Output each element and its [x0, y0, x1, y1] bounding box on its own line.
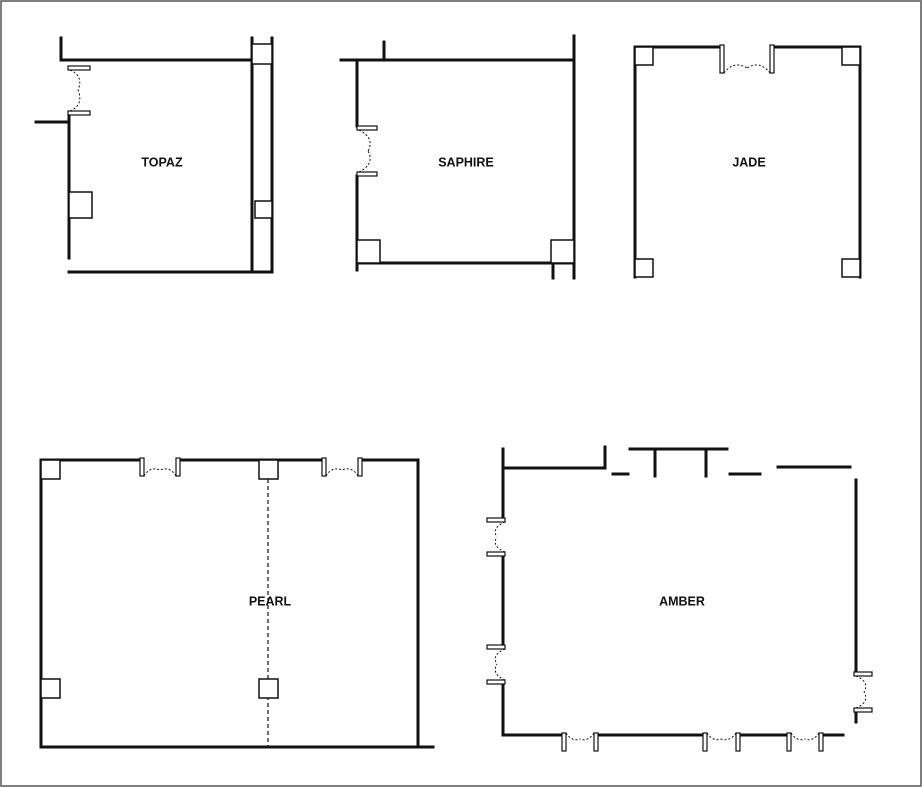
column — [634, 46, 654, 66]
double-door — [67, 65, 91, 116]
room-jade: JADE — [633, 44, 862, 279]
column — [841, 258, 861, 278]
room-label-saphire: SAPHIRE — [438, 155, 494, 169]
room-label-topaz: TOPAZ — [141, 155, 183, 169]
double-door — [321, 457, 363, 477]
column — [254, 200, 273, 219]
room-label-pearl: PEARL — [249, 594, 292, 608]
column — [258, 459, 279, 480]
double-door — [786, 732, 824, 752]
double-door — [853, 671, 873, 713]
column — [550, 239, 575, 264]
column — [40, 459, 61, 480]
double-door — [486, 644, 506, 685]
room-label-amber: AMBER — [659, 594, 705, 608]
column — [356, 239, 381, 264]
room-amber: AMBER — [486, 445, 873, 752]
double-door — [486, 517, 506, 557]
column — [634, 258, 654, 278]
column — [40, 678, 61, 699]
column — [68, 191, 93, 219]
double-door — [719, 44, 775, 74]
column — [841, 46, 861, 66]
column — [258, 678, 279, 699]
room-saphire: SAPHIRE — [339, 34, 576, 280]
room-topaz: TOPAZ — [34, 36, 274, 274]
double-door — [561, 732, 599, 752]
double-door — [702, 732, 741, 752]
column — [251, 43, 273, 65]
double-door — [356, 125, 378, 177]
room-pearl: PEARL — [39, 457, 435, 749]
room-label-jade: JADE — [732, 155, 765, 169]
double-door — [139, 457, 181, 477]
